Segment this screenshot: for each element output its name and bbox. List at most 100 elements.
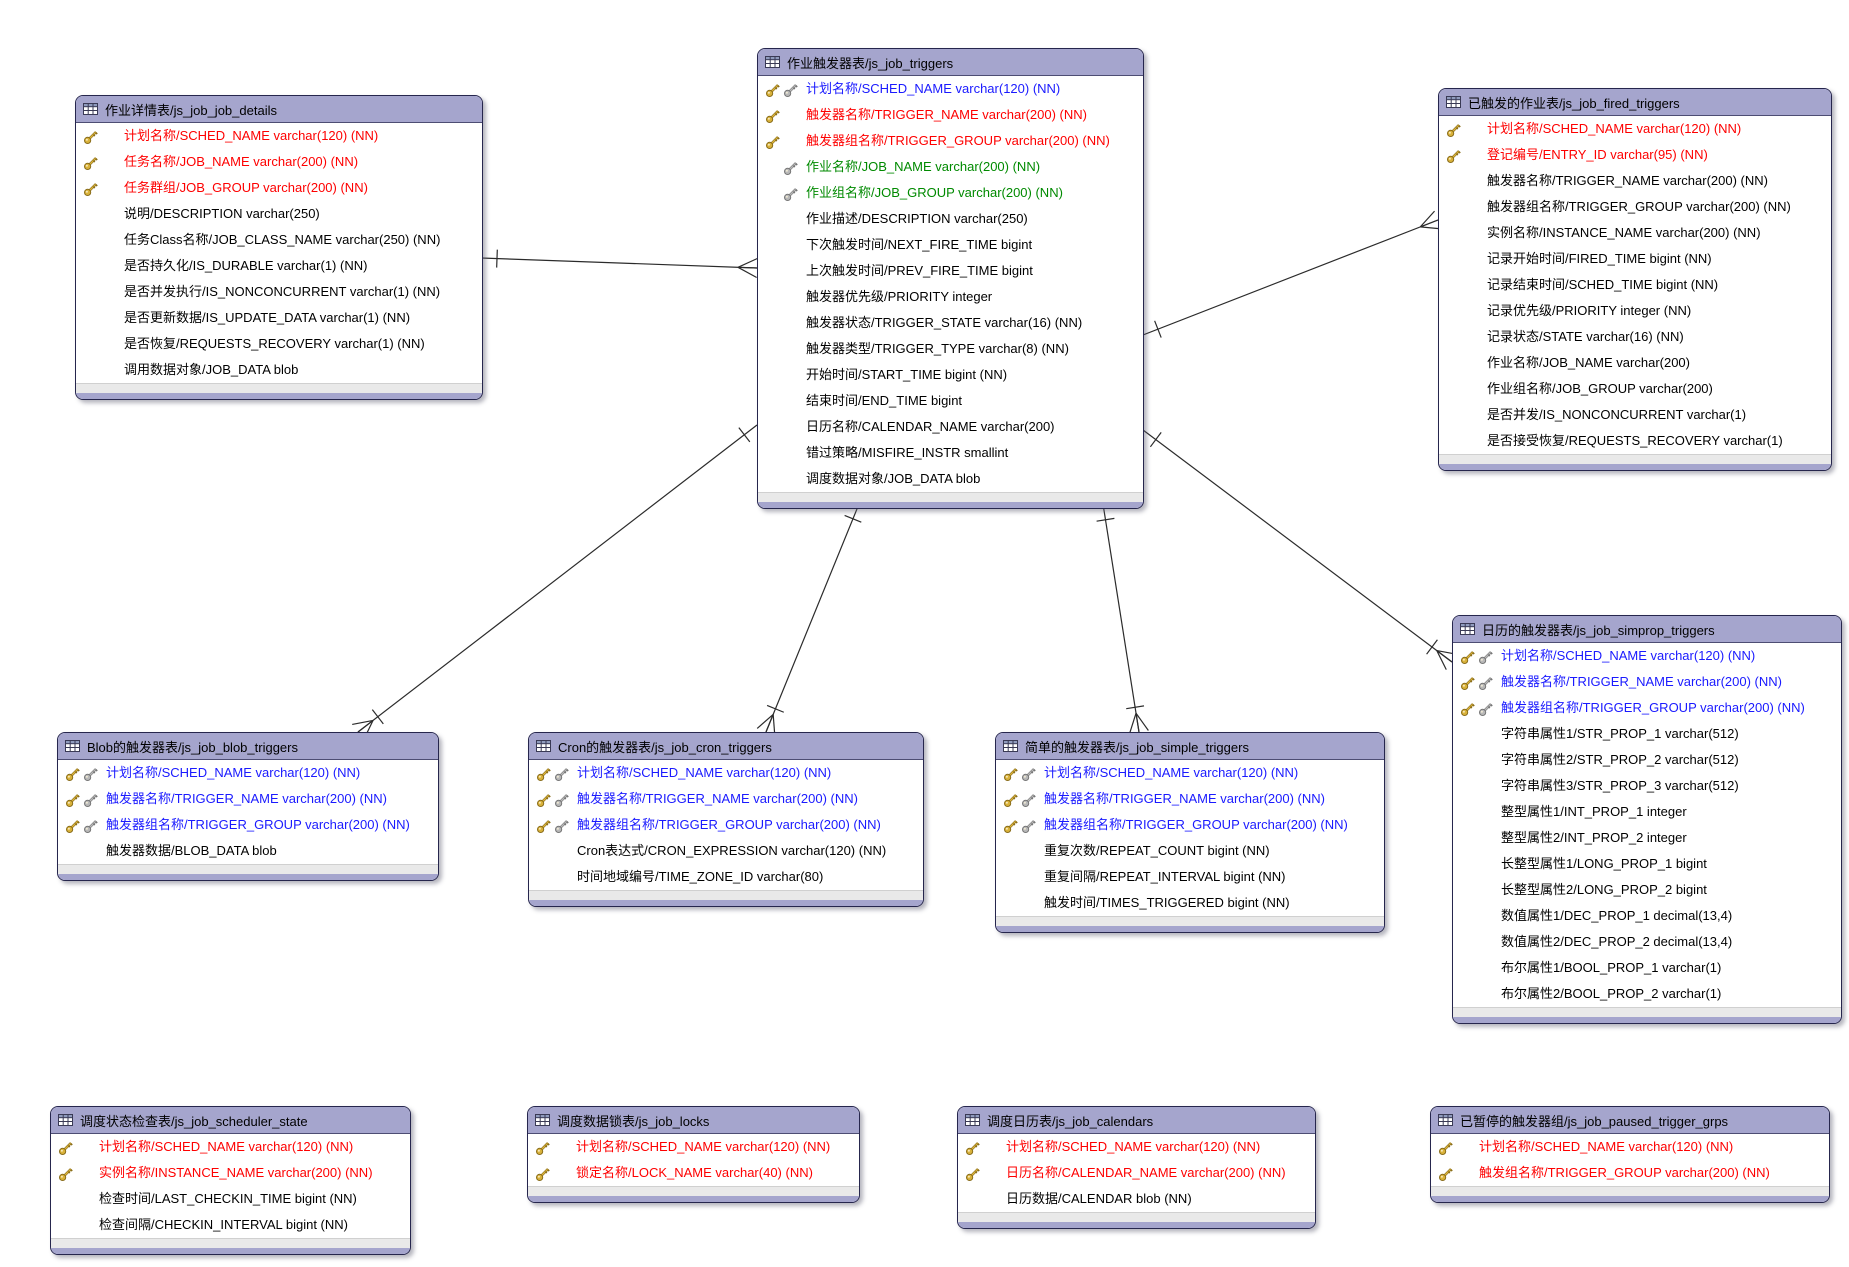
column-row[interactable]: 计划名称/SCHED_NAME varchar(120) (NN) — [1439, 116, 1831, 142]
column-row[interactable]: Cron表达式/CRON_EXPRESSION varchar(120) (NN… — [529, 838, 923, 864]
table-header[interactable]: 日历的触发器表/js_job_simprop_triggers — [1453, 616, 1841, 643]
table-js_job_blob_triggers[interactable]: Blob的触发器表/js_job_blob_triggers 计划名称/SCHE… — [57, 732, 439, 881]
table-header[interactable]: 调度状态检查表/js_job_scheduler_state — [51, 1107, 410, 1134]
column-row[interactable]: 登记编号/ENTRY_ID varchar(95) (NN) — [1439, 142, 1831, 168]
column-row[interactable]: 说明/DESCRIPTION varchar(250) — [76, 201, 482, 227]
table-header[interactable]: 简单的触发器表/js_job_simple_triggers — [996, 733, 1384, 760]
column-row[interactable]: 布尔属性2/BOOL_PROP_2 varchar(1) — [1453, 981, 1841, 1007]
table-js_job_simple_triggers[interactable]: 简单的触发器表/js_job_simple_triggers 计划名称/SCHE… — [995, 732, 1385, 933]
column-row[interactable]: 记录结束时间/SCHED_TIME bigint (NN) — [1439, 272, 1831, 298]
table-js_job_scheduler_state[interactable]: 调度状态检查表/js_job_scheduler_state 计划名称/SCHE… — [50, 1106, 411, 1255]
column-row[interactable]: 字符串属性3/STR_PROP_3 varchar(512) — [1453, 773, 1841, 799]
column-row[interactable]: 调用数据对象/JOB_DATA blob — [76, 357, 482, 383]
column-row[interactable]: 触发器名称/TRIGGER_NAME varchar(200) (NN) — [996, 786, 1384, 812]
column-row[interactable]: 实例名称/INSTANCE_NAME varchar(200) (NN) — [1439, 220, 1831, 246]
column-row[interactable]: 布尔属性1/BOOL_PROP_1 varchar(1) — [1453, 955, 1841, 981]
table-header[interactable]: 已触发的作业表/js_job_fired_triggers — [1439, 89, 1831, 116]
column-row[interactable]: 错过策略/MISFIRE_INSTR smallint — [758, 440, 1143, 466]
column-row[interactable]: 记录开始时间/FIRED_TIME bigint (NN) — [1439, 246, 1831, 272]
column-row[interactable]: 触发器状态/TRIGGER_STATE varchar(16) (NN) — [758, 310, 1143, 336]
column-row[interactable]: 是否更新数据/IS_UPDATE_DATA varchar(1) (NN) — [76, 305, 482, 331]
column-row[interactable]: 触发器名称/TRIGGER_NAME varchar(200) (NN) — [529, 786, 923, 812]
column-row[interactable]: 调度数据对象/JOB_DATA blob — [758, 466, 1143, 492]
table-header[interactable]: 调度日历表/js_job_calendars — [958, 1107, 1315, 1134]
column-row[interactable]: 任务名称/JOB_NAME varchar(200) (NN) — [76, 149, 482, 175]
relationship-js_job_triggers-to-js_job_simprop_triggers[interactable] — [1142, 429, 1458, 670]
column-row[interactable]: 作业组名称/JOB_GROUP varchar(200) (NN) — [758, 180, 1143, 206]
table-js_job_locks[interactable]: 调度数据锁表/js_job_locks 计划名称/SCHED_NAME varc… — [527, 1106, 860, 1203]
column-row[interactable]: 触发器名称/TRIGGER_NAME varchar(200) (NN) — [58, 786, 438, 812]
column-row[interactable]: 计划名称/SCHED_NAME varchar(120) (NN) — [58, 760, 438, 786]
column-row[interactable]: 记录状态/STATE varchar(16) (NN) — [1439, 324, 1831, 350]
column-row[interactable]: 计划名称/SCHED_NAME varchar(120) (NN) — [958, 1134, 1315, 1160]
table-js_job_job_details[interactable]: 作业详情表/js_job_job_details 计划名称/SCHED_NAME… — [75, 95, 483, 400]
table-header[interactable]: 调度数据锁表/js_job_locks — [528, 1107, 859, 1134]
column-row[interactable]: 触发器组名称/TRIGGER_GROUP varchar(200) (NN) — [1439, 194, 1831, 220]
column-row[interactable]: 计划名称/SCHED_NAME varchar(120) (NN) — [1453, 643, 1841, 669]
relationship-js_job_triggers-to-js_job_fired_triggers[interactable] — [1142, 210, 1442, 338]
column-row[interactable]: 时间地域编号/TIME_ZONE_ID varchar(80) — [529, 864, 923, 890]
column-row[interactable]: 结束时间/END_TIME bigint — [758, 388, 1143, 414]
table-js_job_simprop_triggers[interactable]: 日历的触发器表/js_job_simprop_triggers 计划名称/SCH… — [1452, 615, 1842, 1024]
column-row[interactable]: 长整型属性1/LONG_PROP_1 bigint — [1453, 851, 1841, 877]
column-row[interactable]: 作业描述/DESCRIPTION varchar(250) — [758, 206, 1143, 232]
table-js_job_paused_trigger_grps[interactable]: 已暂停的触发器组/js_job_paused_trigger_grps 计划名称… — [1430, 1106, 1830, 1203]
table-js_job_cron_triggers[interactable]: Cron的触发器表/js_job_cron_triggers 计划名称/SCHE… — [528, 732, 924, 907]
column-row[interactable]: 计划名称/SCHED_NAME varchar(120) (NN) — [758, 76, 1143, 102]
table-header[interactable]: 作业详情表/js_job_job_details — [76, 96, 482, 123]
table-header[interactable]: 作业触发器表/js_job_triggers — [758, 49, 1143, 76]
column-row[interactable]: 触发器数据/BLOB_DATA blob — [58, 838, 438, 864]
column-row[interactable]: 触发器名称/TRIGGER_NAME varchar(200) (NN) — [758, 102, 1143, 128]
column-row[interactable]: 实例名称/INSTANCE_NAME varchar(200) (NN) — [51, 1160, 410, 1186]
column-row[interactable]: 计划名称/SCHED_NAME varchar(120) (NN) — [529, 760, 923, 786]
column-row[interactable]: 是否接受恢复/REQUESTS_RECOVERY varchar(1) — [1439, 428, 1831, 454]
column-row[interactable]: 整型属性2/INT_PROP_2 integer — [1453, 825, 1841, 851]
column-row[interactable]: 上次触发时间/PREV_FIRE_TIME bigint — [758, 258, 1143, 284]
column-row[interactable]: 是否并发执行/IS_NONCONCURRENT varchar(1) (NN) — [76, 279, 482, 305]
column-row[interactable]: 整型属性1/INT_PROP_1 integer — [1453, 799, 1841, 825]
column-row[interactable]: 计划名称/SCHED_NAME varchar(120) (NN) — [996, 760, 1384, 786]
column-row[interactable]: 日历名称/CALENDAR_NAME varchar(200) (NN) — [958, 1160, 1315, 1186]
column-row[interactable]: 作业名称/JOB_NAME varchar(200) — [1439, 350, 1831, 376]
column-row[interactable]: 记录优先级/PRIORITY integer (NN) — [1439, 298, 1831, 324]
column-row[interactable]: 触发时间/TIMES_TRIGGERED bigint (NN) — [996, 890, 1384, 916]
column-row[interactable]: 是否持久化/IS_DURABLE varchar(1) (NN) — [76, 253, 482, 279]
column-row[interactable]: 检查时间/LAST_CHECKIN_TIME bigint (NN) — [51, 1186, 410, 1212]
relationship-js_job_job_details-to-js_job_triggers[interactable] — [480, 249, 758, 279]
column-row[interactable]: 计划名称/SCHED_NAME varchar(120) (NN) — [528, 1134, 859, 1160]
table-header[interactable]: Cron的触发器表/js_job_cron_triggers — [529, 733, 923, 760]
column-row[interactable]: 触发器名称/TRIGGER_NAME varchar(200) (NN) — [1453, 669, 1841, 695]
column-row[interactable]: 开始时间/START_TIME bigint (NN) — [758, 362, 1143, 388]
relationship-js_job_triggers-to-js_job_simple_triggers[interactable] — [1096, 503, 1149, 734]
column-row[interactable]: 重复间隔/REPEAT_INTERVAL bigint (NN) — [996, 864, 1384, 890]
column-row[interactable]: 计划名称/SCHED_NAME varchar(120) (NN) — [1431, 1134, 1829, 1160]
column-row[interactable]: 数值属性1/DEC_PROP_1 decimal(13,4) — [1453, 903, 1841, 929]
column-row[interactable]: 是否恢复/REQUESTS_RECOVERY varchar(1) (NN) — [76, 331, 482, 357]
column-row[interactable]: 长整型属性2/LONG_PROP_2 bigint — [1453, 877, 1841, 903]
table-js_job_calendars[interactable]: 调度日历表/js_job_calendars 计划名称/SCHED_NAME v… — [957, 1106, 1316, 1229]
column-row[interactable]: 触发器组名称/TRIGGER_GROUP varchar(200) (NN) — [529, 812, 923, 838]
column-row[interactable]: 计划名称/SCHED_NAME varchar(120) (NN) — [76, 123, 482, 149]
column-row[interactable]: 数值属性2/DEC_PROP_2 decimal(13,4) — [1453, 929, 1841, 955]
column-row[interactable]: 日历名称/CALENDAR_NAME varchar(200) — [758, 414, 1143, 440]
relationship-js_job_triggers-to-js_job_blob_triggers[interactable] — [352, 424, 758, 740]
column-row[interactable]: 日历数据/CALENDAR blob (NN) — [958, 1186, 1315, 1212]
column-row[interactable]: 锁定名称/LOCK_NAME varchar(40) (NN) — [528, 1160, 859, 1186]
column-row[interactable]: 是否并发/IS_NONCONCURRENT varchar(1) — [1439, 402, 1831, 428]
column-row[interactable]: 触发器组名称/TRIGGER_GROUP varchar(200) (NN) — [1453, 695, 1841, 721]
column-row[interactable]: 任务Class名称/JOB_CLASS_NAME varchar(250) (N… — [76, 227, 482, 253]
column-row[interactable]: 字符串属性2/STR_PROP_2 varchar(512) — [1453, 747, 1841, 773]
column-row[interactable]: 作业名称/JOB_NAME varchar(200) (NN) — [758, 154, 1143, 180]
table-header[interactable]: Blob的触发器表/js_job_blob_triggers — [58, 733, 438, 760]
column-row[interactable]: 作业组名称/JOB_GROUP varchar(200) — [1439, 376, 1831, 402]
column-row[interactable]: 触发器组名称/TRIGGER_GROUP varchar(200) (NN) — [758, 128, 1143, 154]
column-row[interactable]: 触发器类型/TRIGGER_TYPE varchar(8) (NN) — [758, 336, 1143, 362]
table-js_job_fired_triggers[interactable]: 已触发的作业表/js_job_fired_triggers 计划名称/SCHED… — [1438, 88, 1832, 471]
column-row[interactable]: 任务群组/JOB_GROUP varchar(200) (NN) — [76, 175, 482, 201]
column-row[interactable]: 触发器优先级/PRIORITY integer — [758, 284, 1143, 310]
column-row[interactable]: 触发器组名称/TRIGGER_GROUP varchar(200) (NN) — [58, 812, 438, 838]
column-row[interactable]: 检查间隔/CHECKIN_INTERVAL bigint (NN) — [51, 1212, 410, 1238]
column-row[interactable]: 触发组名称/TRIGGER_GROUP varchar(200) (NN) — [1431, 1160, 1829, 1186]
column-row[interactable]: 重复次数/REPEAT_COUNT bigint (NN) — [996, 838, 1384, 864]
